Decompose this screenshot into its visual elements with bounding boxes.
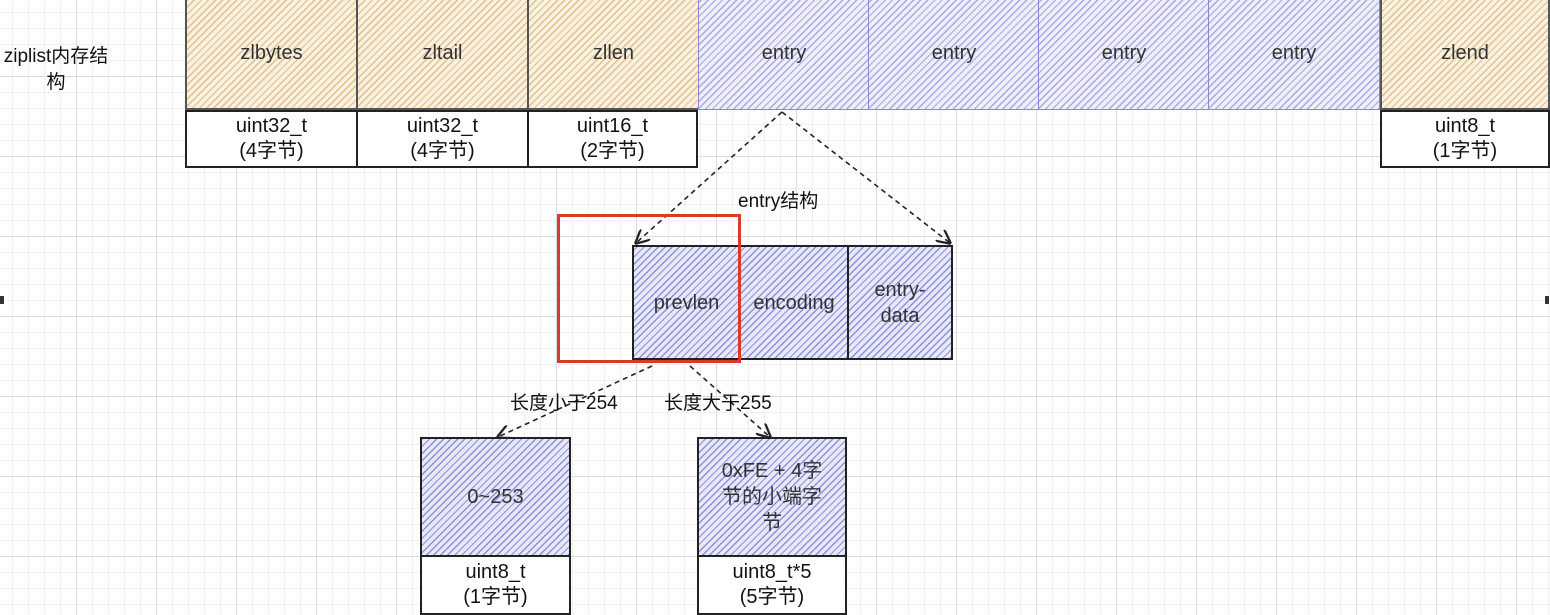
- entry-label-2: entry: [931, 42, 977, 64]
- small-prevlen-type-cell: uint8_t (1字节): [420, 555, 571, 615]
- branch-large-condition: 长度大于255: [664, 393, 772, 414]
- small-prevlen-type: uint8_t: [465, 561, 526, 583]
- entry-block-3: entry: [1038, 0, 1210, 110]
- zlbytes-block: zlbytes: [185, 0, 358, 110]
- zllen-type-cell: uint16_t (2字节): [527, 110, 698, 168]
- entry-structure-title: entry结构: [738, 191, 819, 212]
- zlbytes-type-cell: uint32_t (4字节): [185, 110, 358, 168]
- entry-label-4: entry: [1271, 42, 1317, 64]
- encoding-label: encoding: [753, 291, 835, 314]
- large-prevlen-value: 0xFE + 4字节的小端字节: [721, 460, 823, 534]
- edge-handle-right[interactable]: [1545, 296, 1549, 304]
- entry-to-entry-data-arrow: [781, 111, 950, 243]
- zlend-type-cell: uint8_t (1字节): [1380, 110, 1550, 168]
- small-prevlen-block: 0~253: [420, 437, 571, 557]
- edge-handle-left[interactable]: [0, 296, 4, 304]
- entry-data-label: entry-data: [874, 278, 926, 327]
- zlend-label: zlend: [1441, 42, 1489, 64]
- entry-block-1: entry: [698, 0, 870, 110]
- ziplist-memory-label: ziplist内存结构: [0, 44, 112, 96]
- zllen-size: (2字节): [580, 140, 645, 162]
- zltail-size: (4字节): [410, 140, 475, 162]
- prevlen-label: prevlen: [653, 291, 720, 314]
- small-prevlen-size: (1字节): [463, 586, 528, 608]
- zltail-block: zltail: [356, 0, 529, 110]
- prevlen-highlight-frame: [557, 214, 741, 363]
- small-prevlen-value: 0~253: [467, 486, 524, 508]
- zllen-type: uint16_t: [576, 115, 649, 137]
- zltail-type: uint32_t: [406, 115, 479, 137]
- ziplist-memory-text: ziplist内存结构: [3, 46, 109, 93]
- entry-label-1: entry: [761, 42, 807, 64]
- zlbytes-label: zlbytes: [240, 42, 303, 64]
- zlend-size: (1字节): [1432, 140, 1498, 162]
- entry-label-3: entry: [1101, 42, 1147, 64]
- zltail-label: zltail: [422, 42, 463, 64]
- encoding-block: encoding: [739, 245, 849, 360]
- branch-small-condition: 长度小于254: [510, 393, 618, 414]
- zlend-type: uint8_t: [1434, 115, 1496, 137]
- entry-block-4: entry: [1208, 0, 1380, 110]
- zltail-type-cell: uint32_t (4字节): [356, 110, 529, 168]
- entry-data-block: entry-data: [847, 245, 953, 360]
- zlend-block: zlend: [1380, 0, 1550, 110]
- zlbytes-type: uint32_t: [235, 115, 308, 137]
- entry-block-2: entry: [868, 0, 1040, 110]
- prevlen-block: prevlen: [632, 245, 741, 360]
- large-prevlen-block: 0xFE + 4字节的小端字节: [697, 437, 847, 557]
- large-prevlen-type: uint8_t*5: [732, 561, 812, 583]
- zlbytes-size: (4字节): [239, 140, 304, 162]
- large-prevlen-type-cell: uint8_t*5 (5字节): [697, 555, 847, 615]
- large-prevlen-size: (5字节): [739, 586, 805, 608]
- zllen-label: zllen: [592, 42, 635, 64]
- prevlen-to-small-arrow: [498, 365, 653, 437]
- entry-to-prevlen-arrow: [636, 111, 783, 243]
- zllen-block: zllen: [527, 0, 700, 110]
